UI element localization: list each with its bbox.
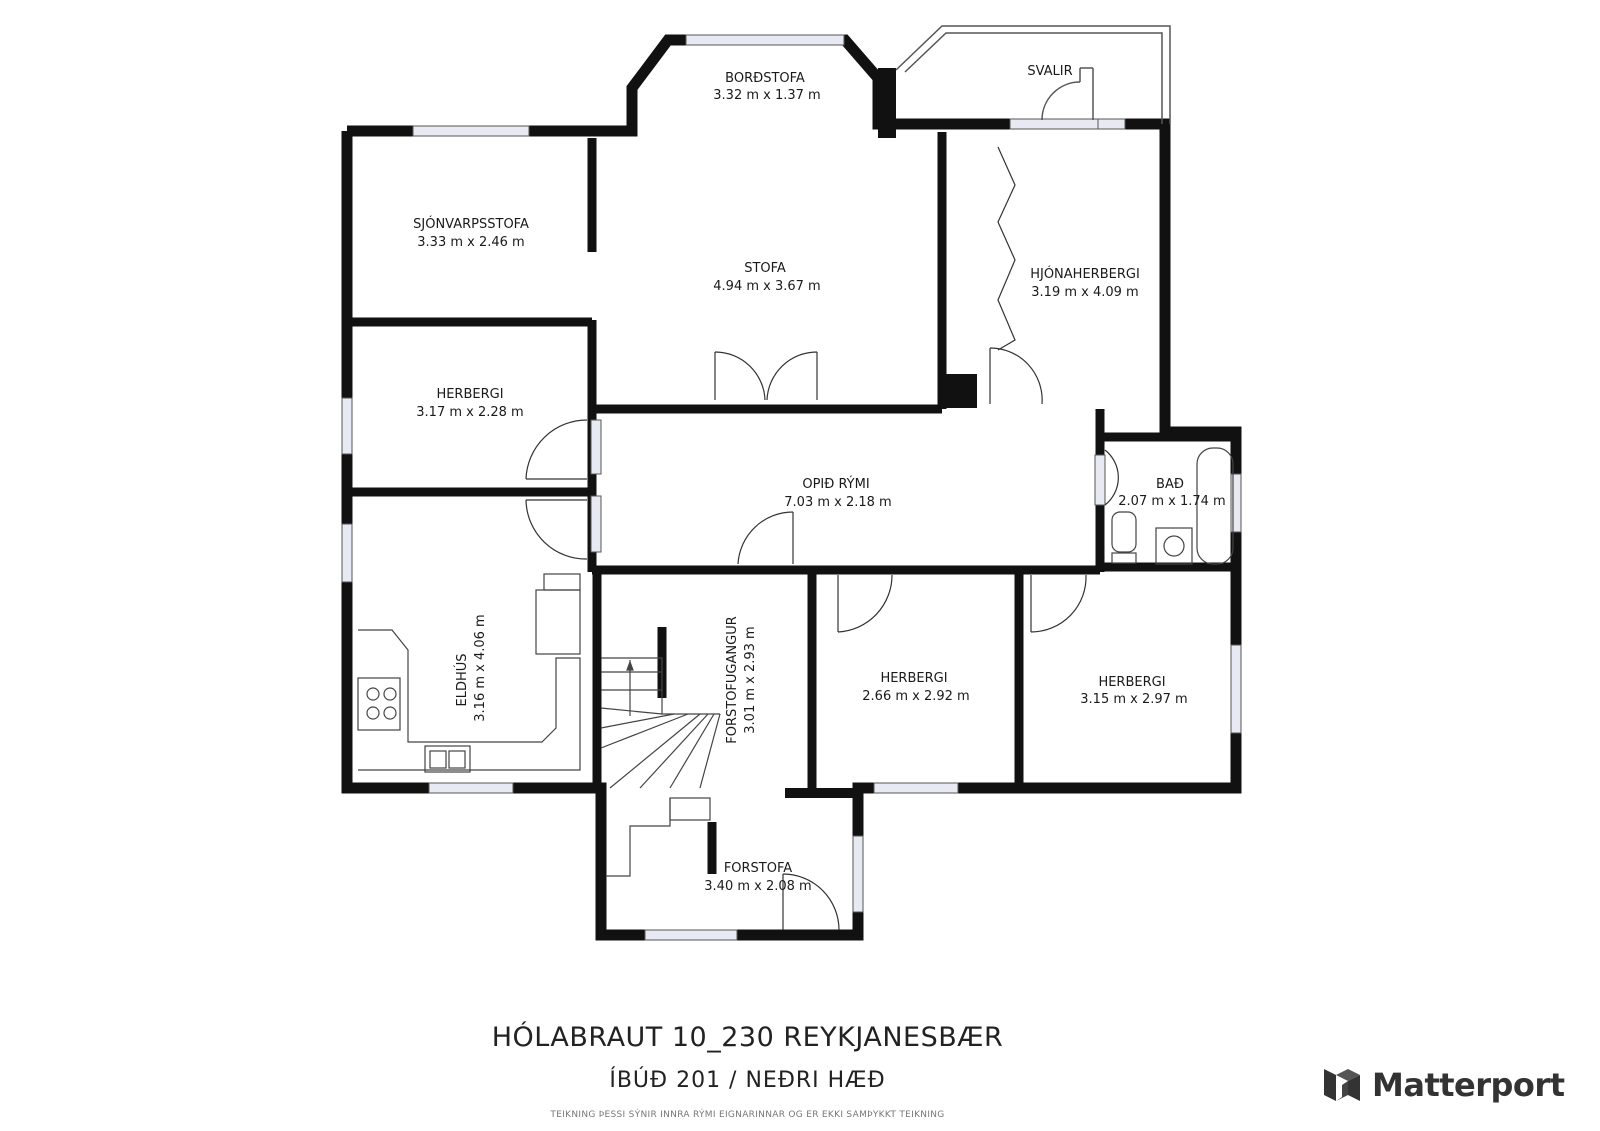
room-dims-forstofa: 3.40 m x 2.08 m <box>704 879 811 894</box>
room-label-bad: BAÐ <box>1156 477 1184 492</box>
room-label-forstofugangur: FORSTOFUGANGUR <box>725 616 740 743</box>
room-label-herbergi-3: HERBERGI <box>1098 675 1165 690</box>
room-dims-bad: 2.07 m x 1.74 m <box>1118 494 1225 509</box>
kitchen-fixtures <box>357 573 581 773</box>
outer-walls <box>341 34 1242 941</box>
staircase <box>600 657 721 877</box>
room-label-stofa: STOFA <box>744 261 786 276</box>
wall-blocks <box>785 68 977 798</box>
room-label-sjonvarpsstofa: SJÓNVARPSSTOFA <box>413 216 529 232</box>
disclaimer-note: TEIKNING ÞESSI SÝNIR INNRA RÝMI EIGNARIN… <box>550 1110 945 1120</box>
bathroom-fixtures <box>1111 447 1234 565</box>
address-title: HÓLABRAUT 10_230 REYKJANESBÆR <box>491 1022 1004 1053</box>
unit-subtitle: ÍBÚÐ 201 / NEÐRI HÆÐ <box>609 1068 886 1093</box>
room-label-herbergi-2: HERBERGI <box>880 671 947 686</box>
doors <box>525 146 1119 931</box>
room-dims-forstofugangur: 3.01 m x 2.93 m <box>743 626 758 733</box>
matterport-logo: Matterport <box>1322 1063 1565 1107</box>
room-labels: BORÐSTOFA 3.32 m x 1.37 m SJÓNVARPSSTOFA… <box>413 64 1226 894</box>
room-dims-herbergi-1: 3.17 m x 2.28 m <box>416 405 523 420</box>
brand-name: Matterport <box>1372 1066 1565 1104</box>
room-dims-herbergi-3: 3.15 m x 2.97 m <box>1080 692 1187 707</box>
room-label-opid-rymi: OPIÐ RÝMI <box>802 476 869 492</box>
windows <box>341 34 1242 941</box>
room-label-hjonaherbergi: HJÓNAHERBERGI <box>1030 266 1140 282</box>
room-dims-sjonvarpsstofa: 3.33 m x 2.46 m <box>417 235 524 250</box>
room-dims-opid-rymi: 7.03 m x 2.18 m <box>784 495 891 510</box>
room-label-eldhus: ELDHÚS <box>454 653 470 706</box>
interior-walls <box>352 132 1236 874</box>
matterport-logo-icon <box>1324 1069 1360 1101</box>
balcony <box>895 25 1171 124</box>
room-label-bordstofa: BORÐSTOFA <box>725 71 805 86</box>
room-dims-herbergi-2: 2.66 m x 2.92 m <box>862 689 969 704</box>
room-dims-bordstofa: 3.32 m x 1.37 m <box>713 88 820 103</box>
room-dims-stofa: 4.94 m x 3.67 m <box>713 279 820 294</box>
room-label-herbergi-1: HERBERGI <box>436 387 503 402</box>
balcony-label: SVALIR <box>1027 64 1072 79</box>
room-dims-eldhus: 3.16 m x 4.06 m <box>473 614 488 721</box>
room-dims-hjonaherbergi: 3.19 m x 4.09 m <box>1031 285 1138 300</box>
room-label-forstofa: FORSTOFA <box>724 861 792 876</box>
